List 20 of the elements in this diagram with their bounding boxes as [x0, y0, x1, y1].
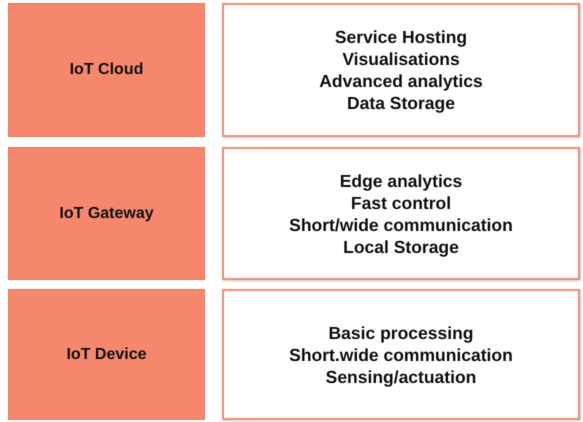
layer-name: IoT Cloud	[70, 60, 144, 80]
layer-box	[8, 147, 205, 280]
feature-box	[222, 147, 580, 280]
feature-box	[222, 3, 580, 137]
feature-text: Short.wide communication	[289, 344, 513, 366]
layer-box	[8, 3, 205, 137]
feature-text: Edge analytics	[340, 170, 462, 192]
feature-text: Local Storage	[343, 236, 459, 258]
feature-text: Data Storage	[347, 92, 455, 114]
feature-text: Advanced analytics	[319, 70, 483, 92]
feature-text: Visualisations	[342, 48, 460, 70]
feature-text: Service Hosting	[334, 26, 468, 48]
feature-text: Short/wide communication	[289, 214, 513, 236]
layer-name: IoT Gateway	[59, 204, 154, 224]
layer-box	[8, 289, 205, 420]
feature-text: Sensing/actuation	[326, 366, 476, 388]
feature-text: Basic processing	[328, 322, 474, 344]
feature-text: Fast control	[350, 192, 452, 214]
layer-name: IoT Device	[66, 344, 147, 364]
feature-box	[222, 289, 580, 420]
